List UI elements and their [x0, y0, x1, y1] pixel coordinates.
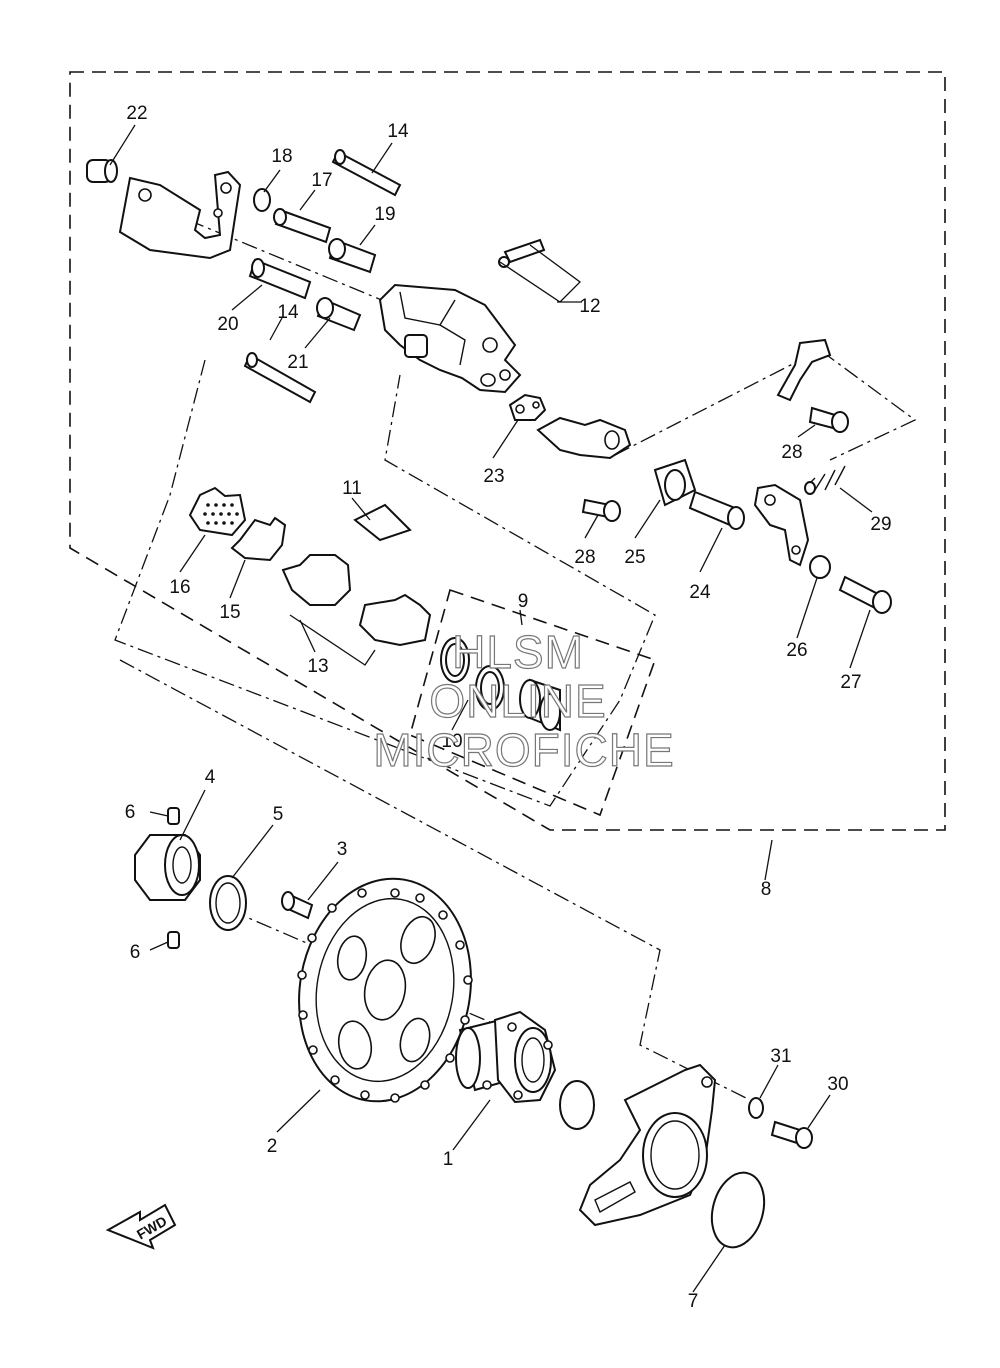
part-3-bolt	[281, 891, 314, 920]
part-31-washer	[748, 1097, 764, 1119]
part-4-nut	[134, 834, 201, 901]
part-6-set-screw-bottom	[167, 931, 180, 949]
part-15-shim-plate	[230, 516, 287, 562]
part-28-bolt-upper	[808, 406, 849, 433]
part-7-o-ring	[710, 1171, 766, 1249]
part-5-washer	[209, 875, 247, 931]
part-17-pin	[273, 208, 332, 244]
o-ring-small	[559, 1080, 595, 1130]
part-23-gasket	[508, 393, 547, 421]
watermark-line-3: MICROFICHE	[373, 724, 674, 776]
callout-2: 2	[267, 1136, 278, 1157]
callout-8: 8	[761, 879, 772, 900]
callout-24: 24	[689, 582, 711, 603]
piston-group-boundary	[409, 588, 657, 817]
caliper-body	[378, 283, 522, 394]
watermark-line-1: HLSM	[452, 626, 584, 678]
callout-22: 22	[126, 103, 147, 124]
part-27-bolt	[838, 575, 892, 614]
part-29-spring	[804, 465, 846, 495]
part-20-pin	[248, 258, 312, 300]
part-9-piston	[519, 678, 561, 732]
brake-mount-bracket	[578, 1063, 717, 1227]
callout-18: 18	[271, 146, 292, 167]
part-14-pin-lower	[243, 352, 317, 404]
part-18-washer	[253, 188, 271, 212]
callout-26: 26	[786, 640, 807, 661]
callout-29: 29	[870, 514, 891, 535]
axis-line-bracket	[119, 659, 751, 1101]
part-21-boot	[316, 297, 362, 332]
callout-23: 23	[483, 466, 504, 487]
callout-10: 10	[441, 731, 462, 752]
callout-5: 5	[273, 804, 284, 825]
disc-vent-holes	[297, 888, 473, 1103]
pad-group-boundary	[114, 359, 656, 807]
part-2-brake-disc	[297, 877, 473, 1103]
caliper-assembly-boundary	[69, 71, 946, 831]
part-6-set-screw-top	[167, 807, 180, 825]
callout-19: 19	[374, 204, 395, 225]
part-19-boot	[328, 238, 377, 274]
watermark: HLSM ONLINE MICROFICHE	[373, 625, 675, 776]
callout-9: 9	[518, 591, 529, 612]
callout-21: 21	[287, 352, 308, 373]
parking-brake-arm	[536, 416, 632, 460]
part-24-bolt	[688, 490, 745, 530]
part-1-hub	[455, 1010, 557, 1104]
callout-3: 3	[337, 839, 348, 860]
callout-25: 25	[624, 547, 645, 568]
callout-7: 7	[688, 1291, 699, 1312]
part-28-bolt-lower	[581, 498, 621, 522]
part-13-pad-right	[358, 593, 432, 647]
callout-13: 13	[307, 656, 328, 677]
forward-direction-arrow: FWD	[105, 1203, 177, 1250]
callout-20: 20	[217, 314, 238, 335]
leader-lines	[109, 124, 873, 1293]
part-25-bushing	[653, 458, 697, 507]
callout-labels: 1 2 3 4 5 6 6 7 8 9 10 11 12 13 14 14 15…	[125, 103, 892, 1312]
callout-14-upper: 14	[387, 121, 409, 142]
axis-line-side	[614, 349, 917, 461]
callout-28-upper: 28	[781, 442, 802, 463]
part-9-piston-seal	[475, 665, 505, 711]
callout-15: 15	[219, 602, 240, 623]
callout-12: 12	[579, 296, 600, 317]
callout-1: 1	[443, 1149, 454, 1170]
small-bracket-upper	[776, 338, 832, 402]
callout-27: 27	[840, 672, 861, 693]
part-14-pin-upper	[331, 149, 402, 197]
callout-30: 30	[827, 1074, 848, 1095]
callout-6-top: 6	[125, 802, 136, 823]
callout-17: 17	[311, 170, 332, 191]
part-26-nut	[809, 555, 831, 579]
callout-4: 4	[205, 767, 216, 788]
part-13-pad-left	[281, 554, 352, 606]
watermark-line-2: ONLINE	[429, 675, 606, 727]
callout-14-lower: 14	[277, 302, 299, 323]
part-16-shim	[188, 486, 247, 537]
part-22-collar	[86, 159, 118, 183]
callout-6-bottom: 6	[130, 942, 141, 963]
callout-16: 16	[169, 577, 190, 598]
part-12-bleed-screw	[498, 238, 581, 303]
part-10-seal	[440, 637, 470, 683]
callout-11: 11	[342, 478, 362, 499]
part-30-bolt	[770, 1120, 813, 1149]
part-16-shim-dots	[203, 503, 239, 525]
part-11-pad-spring	[353, 503, 412, 542]
callout-28-lower: 28	[574, 547, 595, 568]
callout-31: 31	[770, 1046, 791, 1067]
lever-bracket-right	[753, 483, 810, 567]
